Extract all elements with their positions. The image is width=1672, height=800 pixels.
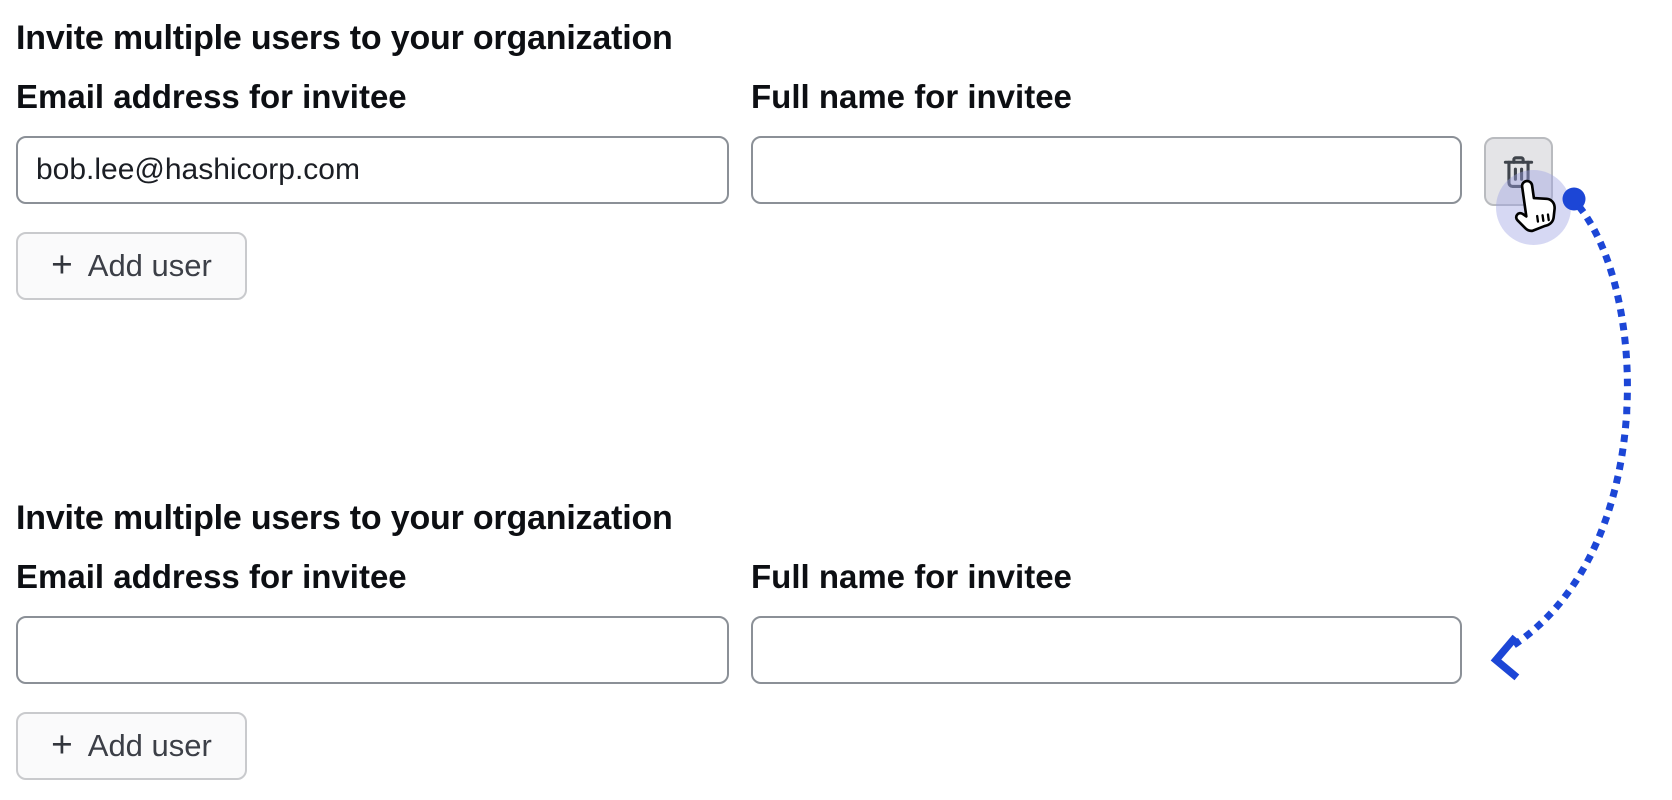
- invite-users-form-after: Invite multiple users to your organizati…: [16, 498, 1616, 798]
- add-user-button-label: Add user: [87, 248, 212, 283]
- full-name-input[interactable]: [751, 616, 1462, 684]
- email-address-label: Email address for invitee: [16, 558, 407, 595]
- plus-icon: +: [51, 244, 73, 285]
- section-heading: Invite multiple users to your organizati…: [16, 499, 673, 537]
- full-name-label: Full name for invitee: [751, 78, 1072, 115]
- add-user-button-label: Add user: [87, 728, 212, 763]
- email-address-input[interactable]: [16, 136, 729, 204]
- plus-icon: +: [51, 724, 73, 765]
- delete-invitee-button[interactable]: [1484, 137, 1553, 206]
- section-heading: Invite multiple users to your organizati…: [16, 19, 673, 57]
- trash-icon: [1500, 153, 1537, 190]
- full-name-label: Full name for invitee: [751, 558, 1072, 595]
- add-user-button[interactable]: + Add user: [16, 712, 247, 780]
- invite-users-form-before: Invite multiple users to your organizati…: [16, 18, 1616, 318]
- email-address-input[interactable]: [16, 616, 729, 684]
- full-name-input[interactable]: [751, 136, 1462, 204]
- add-user-button[interactable]: + Add user: [16, 232, 247, 300]
- email-address-label: Email address for invitee: [16, 78, 407, 115]
